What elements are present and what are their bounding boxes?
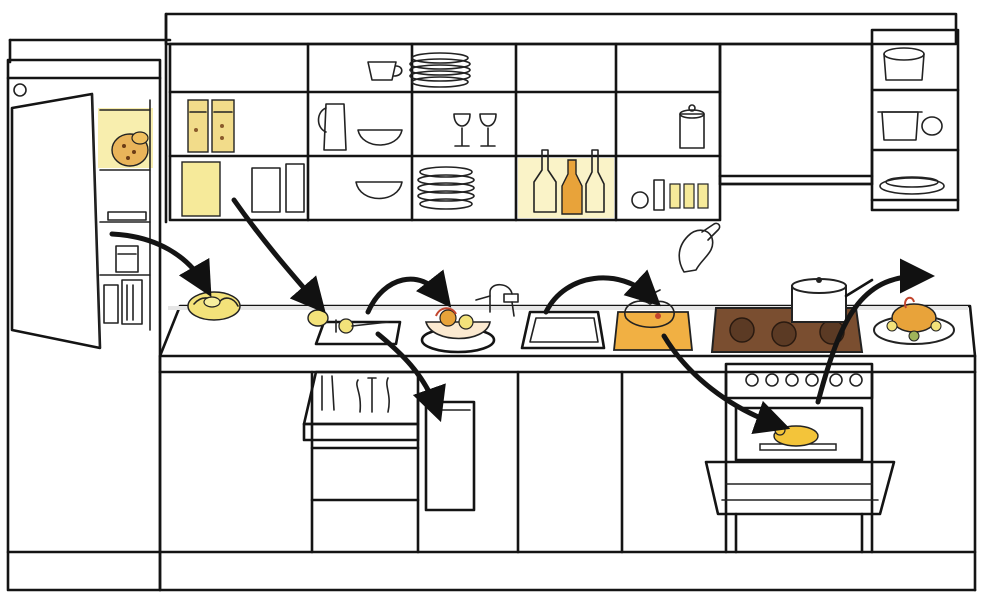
faucet-icon — [475, 283, 519, 317]
upper-cabinets — [8, 12, 960, 224]
serving-platter — [873, 296, 955, 345]
fridge-door — [10, 92, 102, 350]
spice-jars-icon — [631, 179, 709, 211]
flow-arrow-sink-to-board — [543, 269, 661, 315]
container-icon — [181, 161, 221, 217]
trash-bin — [424, 400, 476, 512]
flow-arrow-board-to-trash — [375, 331, 446, 423]
glass-jars-icon — [251, 163, 305, 213]
utensil-drawer — [302, 370, 420, 442]
bowl-icon — [357, 129, 403, 146]
flow-arrow-fridge-to-counter — [109, 231, 212, 298]
workflow-arrows — [109, 197, 935, 434]
roast-chicken-icon — [773, 424, 819, 447]
flow-arrow-board-to-oven — [661, 333, 791, 434]
cooking-pot-icon — [877, 111, 943, 141]
cup-icon — [367, 61, 403, 81]
flow-arrow-oven-to-platter — [815, 258, 935, 405]
chopping-board-right — [613, 289, 693, 351]
jug-icon — [317, 103, 347, 151]
oven — [704, 362, 896, 554]
fridge-interior — [98, 99, 153, 331]
plate-stack-icon — [417, 166, 475, 210]
cutting-board — [307, 309, 402, 346]
flow-arrow-shelf-to-board — [231, 197, 326, 314]
colander — [420, 307, 496, 354]
shelf-items — [181, 47, 945, 218]
stove — [710, 277, 874, 353]
stacked-plates-icon — [409, 52, 471, 88]
serving-dish-icon — [879, 176, 945, 195]
lower-cabinets — [158, 370, 977, 592]
oven-mitt-icon — [678, 222, 721, 273]
bowl-icon-2 — [355, 181, 403, 200]
lettuce-icon — [187, 291, 241, 321]
jars-icon — [187, 99, 235, 153]
jar-icon — [115, 245, 139, 273]
flow-arrow-board-to-colander — [365, 269, 452, 315]
bread-icon — [111, 131, 149, 167]
pot-icon — [883, 47, 925, 81]
wine-glasses-icon — [453, 113, 497, 147]
fridge — [6, 58, 162, 592]
canister-icon — [679, 104, 705, 149]
bottles-icon — [518, 149, 614, 218]
sink — [520, 310, 606, 350]
countertop — [158, 304, 977, 374]
